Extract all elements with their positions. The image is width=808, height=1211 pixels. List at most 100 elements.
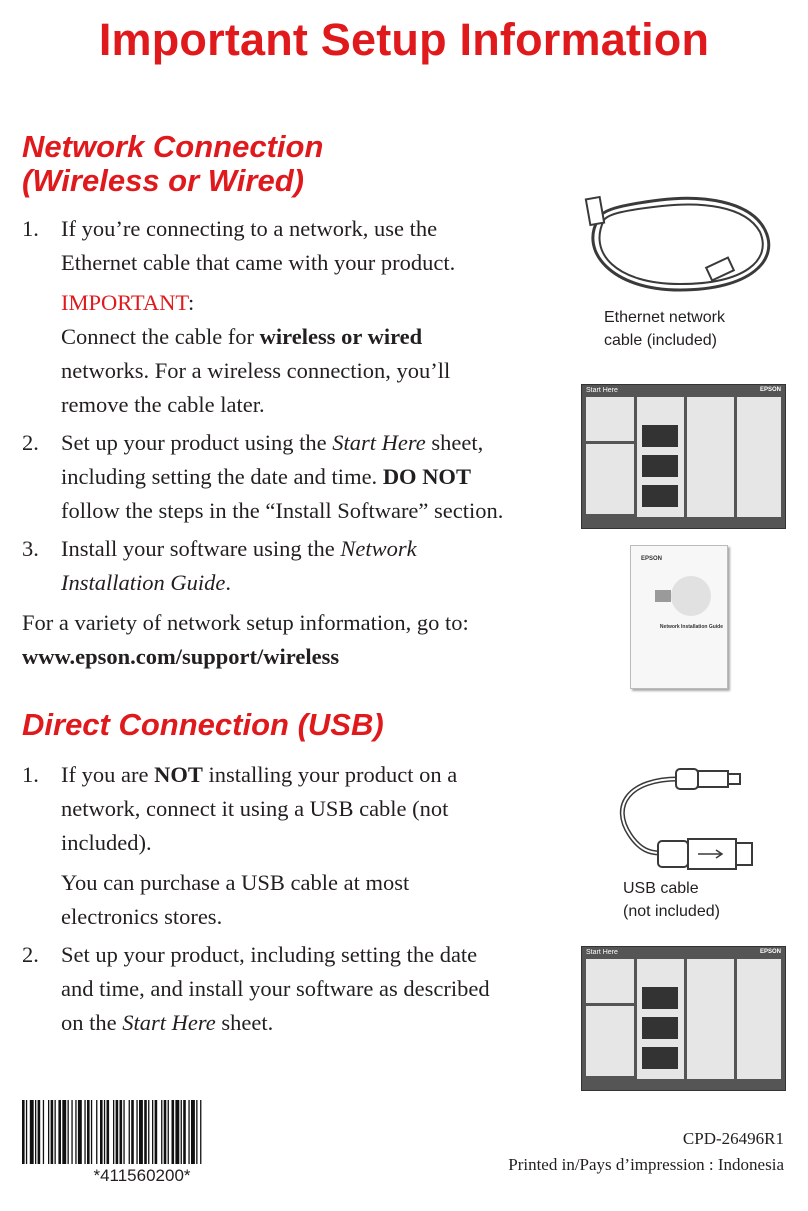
usb-heading: Direct Connection (USB): [22, 707, 384, 742]
text-span: Install your software using the: [61, 536, 341, 561]
sheet-panel: [586, 444, 634, 514]
network-step-2: Set up your product using the Start Here…: [61, 426, 571, 528]
barcode-bar: [54, 1100, 56, 1164]
text-line: and time, and install your software as d…: [61, 976, 490, 1001]
sheet-brand: EPSON: [759, 387, 781, 393]
barcode-bar: [161, 1100, 163, 1164]
printed-in: Printed in/Pays d’impression : Indonesia: [508, 1155, 784, 1174]
barcode-bar: [128, 1100, 130, 1164]
text-line: remove the cable later.: [61, 392, 265, 417]
barcode-bar: [191, 1100, 195, 1164]
sheet-panel: [586, 959, 634, 1003]
barcode-bar: [139, 1100, 143, 1164]
caption-line: (not included): [623, 903, 720, 920]
network-guide-image: EPSON Network Installation Guide: [630, 545, 728, 689]
text-line: Ethernet cable that came with your produ…: [61, 250, 456, 275]
ethernet-caption: Ethernet network cable (included): [604, 306, 725, 352]
guide-brand: EPSON: [641, 556, 663, 562]
italic-text: Start Here: [122, 1010, 216, 1035]
document-code: CPD-26496R1: [682, 1129, 784, 1148]
usb-step-1: If you are NOT installing your product o…: [61, 758, 561, 860]
step-number: 1.: [22, 762, 39, 787]
sheet-screen: [642, 987, 678, 1009]
barcode-bar: [180, 1100, 182, 1164]
sheet-panel: [687, 959, 734, 1079]
text-span: including setting the date and time.: [61, 464, 383, 489]
barcode-bar: [58, 1100, 61, 1164]
barcode-bar: [148, 1100, 150, 1164]
step-number: 3.: [22, 536, 39, 561]
barcode-bar: [50, 1100, 54, 1164]
barcode-bar: [67, 1100, 69, 1164]
step-number: 1.: [22, 216, 39, 241]
barcode-bar: [96, 1100, 98, 1164]
barcode-bar: [87, 1100, 90, 1164]
text-line: You can purchase a USB cable at most: [61, 870, 410, 895]
italic-text: Installation Guide: [61, 570, 226, 595]
guide-title: Network Installation Guide: [659, 624, 723, 630]
barcode-bar: [37, 1100, 41, 1164]
italic-text: Network: [340, 536, 417, 561]
barcode-bar: [100, 1100, 103, 1164]
step-number: 2.: [22, 942, 39, 967]
sheet-panel: [586, 1006, 634, 1076]
variety-text: For a variety of network setup informati…: [22, 610, 469, 635]
sheet-screen: [642, 455, 678, 477]
network-heading-line1: Network Connection: [22, 129, 324, 164]
bold-text: DO NOT: [382, 464, 471, 489]
important-label: IMPORTANT: [61, 290, 188, 315]
important-note: IMPORTANT: Connect the cable for wireles…: [61, 286, 561, 422]
sheet-screen: [642, 1017, 678, 1039]
sheet-panel: [586, 397, 634, 441]
usb-step-2: Set up your product, including setting t…: [61, 938, 581, 1040]
caption-line: USB cable: [623, 880, 699, 897]
barcode-bar: [77, 1100, 82, 1164]
barcode-bar: [106, 1100, 110, 1164]
sheet-panel: [737, 397, 781, 517]
barcode-bar: [29, 1100, 34, 1164]
barcode-image: [22, 1100, 202, 1164]
page-title: Important Setup Information: [98, 14, 710, 65]
text-line: network, connect it using a USB cable (n…: [61, 796, 449, 821]
barcode-bar: [71, 1100, 73, 1164]
text-line: electronics stores.: [61, 904, 223, 929]
text-span: sheet,: [425, 430, 484, 455]
text-line: If you’re connecting to a network, use t…: [61, 216, 438, 241]
footer-info: CPD-26496R1 Printed in/Pays d’impression…: [384, 1126, 784, 1178]
sheet-screen: [642, 425, 678, 447]
sheet-title: Start Here: [586, 949, 618, 956]
sheet-brand: EPSON: [759, 949, 781, 955]
barcode-bar: [154, 1100, 158, 1164]
sheet-panel: [737, 959, 781, 1079]
barcode-bar: [75, 1100, 77, 1164]
barcode-bar: [115, 1100, 119, 1164]
barcode-bar: [167, 1100, 169, 1164]
barcode-bar: [25, 1100, 28, 1164]
text-line: included).: [61, 830, 152, 855]
barcode-bar: [183, 1100, 186, 1164]
sheet-screen: [642, 1047, 678, 1069]
text-span: If you are: [61, 762, 155, 787]
barcode-number: *411560200*: [93, 1166, 191, 1185]
barcode-bar: [48, 1100, 50, 1164]
sheet-panel: [687, 397, 734, 517]
caption-line: Ethernet network: [604, 309, 725, 326]
barcode-bar: [152, 1100, 154, 1164]
barcode-bar: [84, 1100, 86, 1164]
barcode-bar: [119, 1100, 123, 1164]
barcode-bar: [188, 1100, 190, 1164]
barcode-bar: [131, 1100, 134, 1164]
barcode-bar: [163, 1100, 167, 1164]
network-heading: Network Connection (Wireless or Wired): [22, 130, 323, 198]
guide-router-icon: [655, 590, 671, 602]
italic-text: Start Here: [332, 430, 426, 455]
barcode-bar: [136, 1100, 138, 1164]
caption-line: cable (included): [604, 332, 717, 349]
text-span: on the: [61, 1010, 123, 1035]
text-span: Set up your product using the: [61, 430, 333, 455]
barcode-bar: [123, 1100, 125, 1164]
network-step-1: If you’re connecting to a network, use t…: [61, 212, 561, 280]
network-heading-line2: (Wireless or Wired): [22, 163, 304, 198]
support-url-link[interactable]: www.epson.com/support/wireless: [22, 644, 340, 669]
start-here-sheet-image: Start Here EPSON: [581, 384, 786, 529]
